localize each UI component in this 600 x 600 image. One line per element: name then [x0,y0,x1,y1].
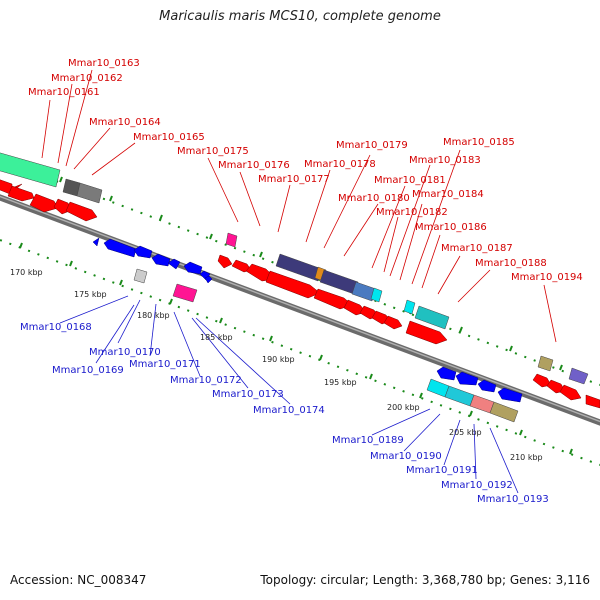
gene-label-top: Mmar10_0175 [177,146,249,157]
gene-label-top: Mmar10_0182 [376,207,448,218]
topology-summary: Topology: circular; Length: 3,368,780 bp… [260,573,590,587]
accession-text: Accession: NC_008347 [10,573,147,587]
gene-label-top: Mmar10_0185 [443,137,515,148]
gene-label-top: Mmar10_0165 [133,132,205,143]
kbp-label: 185 kbp [200,333,233,342]
gene-label-bottom: Mmar10_0170 [89,347,161,358]
kbp-label: 210 kbp [510,453,543,462]
gene-label-top: Mmar10_0177 [258,174,330,185]
gene-label-top: Mmar10_0161 [28,87,100,98]
kbp-label: 200 kbp [387,403,420,412]
kbp-label: 205 kbp [449,428,482,437]
kbp-label: 175 kbp [74,290,107,299]
kbp-label: 170 kbp [10,268,43,277]
gene-label-bottom: Mmar10_0173 [212,389,284,400]
gene-label-top: Mmar10_0162 [51,73,123,84]
feature-blocks [0,152,589,423]
gene-label-top: Mmar10_0194 [511,272,583,283]
gene-label-top: Mmar10_0176 [218,160,290,171]
gene-label-bottom: Mmar10_0193 [477,494,549,505]
gene-label-bottom: Mmar10_0172 [170,375,242,386]
gene-label-bottom: Mmar10_0174 [253,405,325,416]
genome-backbone [0,194,600,426]
gene-label-top: Mmar10_0188 [475,258,547,269]
gene-label-bottom: Mmar10_0192 [441,480,513,491]
gene-label-top: Mmar10_0181 [374,175,446,186]
gene-label-bottom: Mmar10_0189 [332,435,404,446]
forward-strand-genes [0,179,600,409]
gene-label-top: Mmar10_0164 [89,117,161,128]
gene-label-top: Mmar10_0184 [412,189,484,200]
gene-label-top: Mmar10_0183 [409,155,481,166]
kbp-label: 190 kbp [262,355,295,364]
gene-label-bottom: Mmar10_0171 [129,359,201,370]
gene-label-top: Mmar10_0163 [68,58,140,69]
gene-label-bottom: Mmar10_0190 [370,451,442,462]
gene-label-bottom: Mmar10_0191 [406,465,478,476]
bottom-leader-lines [59,295,519,494]
gene-label-bottom: Mmar10_0169 [52,365,124,376]
gene-label-top: Mmar10_0186 [415,222,487,233]
tick-track-inner [0,239,600,466]
map-title: Maricaulis maris MCS10, complete genome [159,9,441,24]
gene-label-top: Mmar10_0180 [338,193,410,204]
gene-label-bottom: Mmar10_0168 [20,322,92,333]
reverse-strand-genes [92,237,523,403]
top-leader-lines [41,69,557,343]
gene-label-top: Mmar10_0187 [441,243,513,254]
kbp-label: 195 kbp [324,378,357,387]
gene-label-top: Mmar10_0179 [336,140,408,151]
gene-label-top: Mmar10_0178 [304,159,376,170]
kbp-label: 180 kbp [137,311,170,320]
